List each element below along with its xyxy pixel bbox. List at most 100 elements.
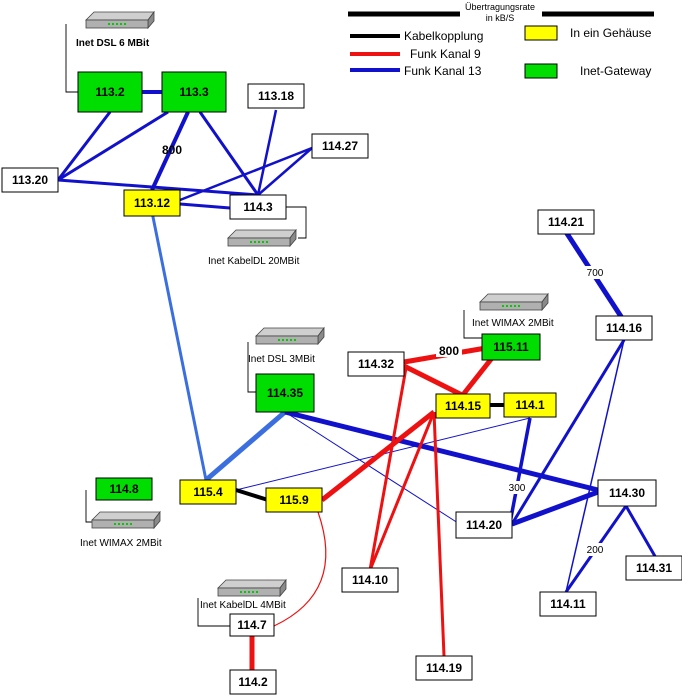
link-113-3-113-12 xyxy=(150,111,190,191)
link-113-20-114-3 xyxy=(57,178,259,197)
svg-text:115.9: 115.9 xyxy=(279,493,309,507)
svg-text:114.27: 114.27 xyxy=(322,139,358,153)
connector-kabel4 xyxy=(197,598,230,627)
router-icon xyxy=(217,579,287,597)
svg-text:114.16: 114.16 xyxy=(606,321,642,335)
node-114-32[interactable]: 114.32 xyxy=(347,351,405,377)
link-114-30-114-31 xyxy=(624,505,658,559)
link-114-1-114-20 xyxy=(508,417,532,524)
link-114-15-114-10 xyxy=(368,411,436,571)
link-114-35-114-20 xyxy=(284,411,459,524)
node-113-2[interactable]: 113.2 xyxy=(77,71,143,113)
device-wimax2-top: Inet WIMAX 2MBit xyxy=(472,293,554,329)
rate-label-113-3-113-12: 800 xyxy=(162,143,182,157)
nodes: 113.2 113.3 115.11 114.35 114.8 113.12 1… xyxy=(1,71,682,695)
link-114-16-114-20 xyxy=(510,339,626,525)
device-kabel4-label: Inet KabelDL 4MBit xyxy=(200,600,286,611)
connector-wimax2-top xyxy=(463,310,484,339)
svg-text:113.20: 113.20 xyxy=(12,173,48,187)
node-114-3[interactable]: 114.3 xyxy=(229,194,287,220)
device-wimax2-left-label: Inet WIMAX 2MBit xyxy=(80,538,162,549)
rate-label-114-30-114-11: 200 xyxy=(587,545,604,556)
connector-kabel20 xyxy=(286,206,307,239)
link-115-9-114-7 xyxy=(273,511,327,627)
svg-text:114.20: 114.20 xyxy=(466,518,502,532)
node-114-11[interactable]: 114.11 xyxy=(539,591,597,617)
connector-dsl6 xyxy=(65,24,78,93)
svg-text:114.7: 114.7 xyxy=(237,618,267,632)
node-114-27[interactable]: 114.27 xyxy=(311,133,369,159)
node-115-11[interactable]: 115.11 xyxy=(481,333,541,361)
rate-label-114-32-115-11: 800 xyxy=(439,344,459,358)
legend-cable-label: Kabelkopplung xyxy=(404,29,483,43)
link-114-15-115-9 xyxy=(320,410,436,502)
connector-wimax2-left xyxy=(85,490,94,523)
link-114-27-114-3 xyxy=(257,147,313,196)
node-113-12[interactable]: 113.12 xyxy=(123,189,181,217)
legend: Übertragungsrate in kB/S Kabelkopplung F… xyxy=(348,2,654,79)
node-114-19[interactable]: 114.19 xyxy=(415,655,473,681)
svg-text:114.35: 114.35 xyxy=(267,386,303,400)
link-113-2-113-20 xyxy=(56,111,112,181)
node-114-35[interactable]: 114.35 xyxy=(255,373,315,413)
node-114-16[interactable]: 114.16 xyxy=(595,315,653,341)
link-115-4-115-9 xyxy=(235,488,269,502)
link-114-35-114-30 xyxy=(284,409,599,493)
legend-radio9-label: Funk Kanal 9 xyxy=(410,47,481,61)
svg-text:113.3: 113.3 xyxy=(179,85,209,99)
svg-text:115.4: 115.4 xyxy=(193,485,223,499)
node-114-10[interactable]: 114.10 xyxy=(341,567,399,593)
link-114-15-115-11 xyxy=(460,356,494,398)
node-114-1[interactable]: 114.1 xyxy=(503,392,557,418)
legend-housing-label: In ein Gehäuse xyxy=(570,26,652,40)
svg-text:115.11: 115.11 xyxy=(493,340,529,354)
node-114-7[interactable]: 114.7 xyxy=(229,613,275,637)
device-kabel20: Inet KabelDL 20MBit xyxy=(208,229,300,267)
router-icon xyxy=(91,511,161,529)
legend-rate-title: Übertragungsrate xyxy=(465,2,535,12)
legend-housing-swatch xyxy=(524,25,558,41)
svg-text:114.32: 114.32 xyxy=(358,357,394,371)
link-114-30-114-20 xyxy=(511,489,599,527)
svg-text:114.10: 114.10 xyxy=(352,573,388,587)
rate-labels: 800 800 700 300 200 xyxy=(162,143,605,556)
svg-text:114.19: 114.19 xyxy=(426,661,462,675)
node-114-31[interactable]: 114.31 xyxy=(625,555,682,581)
svg-text:114.8: 114.8 xyxy=(109,482,139,496)
router-icon xyxy=(85,11,155,29)
router-icon xyxy=(479,293,549,311)
device-dsl3-label: Inet DSL 3MBit xyxy=(248,354,315,365)
svg-text:114.2: 114.2 xyxy=(238,675,268,689)
node-114-20[interactable]: 114.20 xyxy=(455,511,513,539)
svg-text:113.18: 113.18 xyxy=(258,89,294,103)
svg-text:114.15: 114.15 xyxy=(445,399,481,413)
link-113-12-114-3 xyxy=(179,202,231,210)
node-114-2[interactable]: 114.2 xyxy=(229,669,277,695)
device-dsl6-label: Inet DSL 6 MBit xyxy=(76,38,150,49)
device-kabel4: Inet KabelDL 4MBit xyxy=(200,579,287,611)
devices: Inet DSL 6 MBit Inet KabelDL 20MBit Inet… xyxy=(76,11,554,611)
link-114-32-114-15 xyxy=(402,363,466,399)
node-113-20[interactable]: 113.20 xyxy=(1,167,59,193)
legend-rate-unit: in kB/S xyxy=(486,13,515,23)
svg-text:114.11: 114.11 xyxy=(550,597,586,611)
link-113-18-114-3 xyxy=(256,109,278,196)
legend-gateway-label: Inet-Gateway xyxy=(580,64,651,78)
router-icon xyxy=(255,327,325,345)
node-114-8[interactable]: 114.8 xyxy=(95,477,153,501)
svg-text:114.1: 114.1 xyxy=(515,398,545,412)
node-113-18[interactable]: 113.18 xyxy=(247,83,305,109)
node-115-9[interactable]: 115.9 xyxy=(265,487,323,513)
node-115-4[interactable]: 115.4 xyxy=(179,479,237,505)
link-113-12-115-4 xyxy=(150,211,208,481)
svg-text:114.3: 114.3 xyxy=(243,200,273,214)
node-114-15[interactable]: 114.15 xyxy=(435,393,491,419)
node-114-30[interactable]: 114.30 xyxy=(597,479,657,507)
legend-gateway-swatch xyxy=(524,63,558,79)
node-113-3[interactable]: 113.3 xyxy=(161,71,227,113)
links xyxy=(56,24,658,672)
node-114-21[interactable]: 114.21 xyxy=(537,209,595,235)
svg-text:113.12: 113.12 xyxy=(134,196,170,210)
device-dsl3: Inet DSL 3MBit xyxy=(248,327,325,365)
link-114-15-114-19 xyxy=(432,411,446,657)
